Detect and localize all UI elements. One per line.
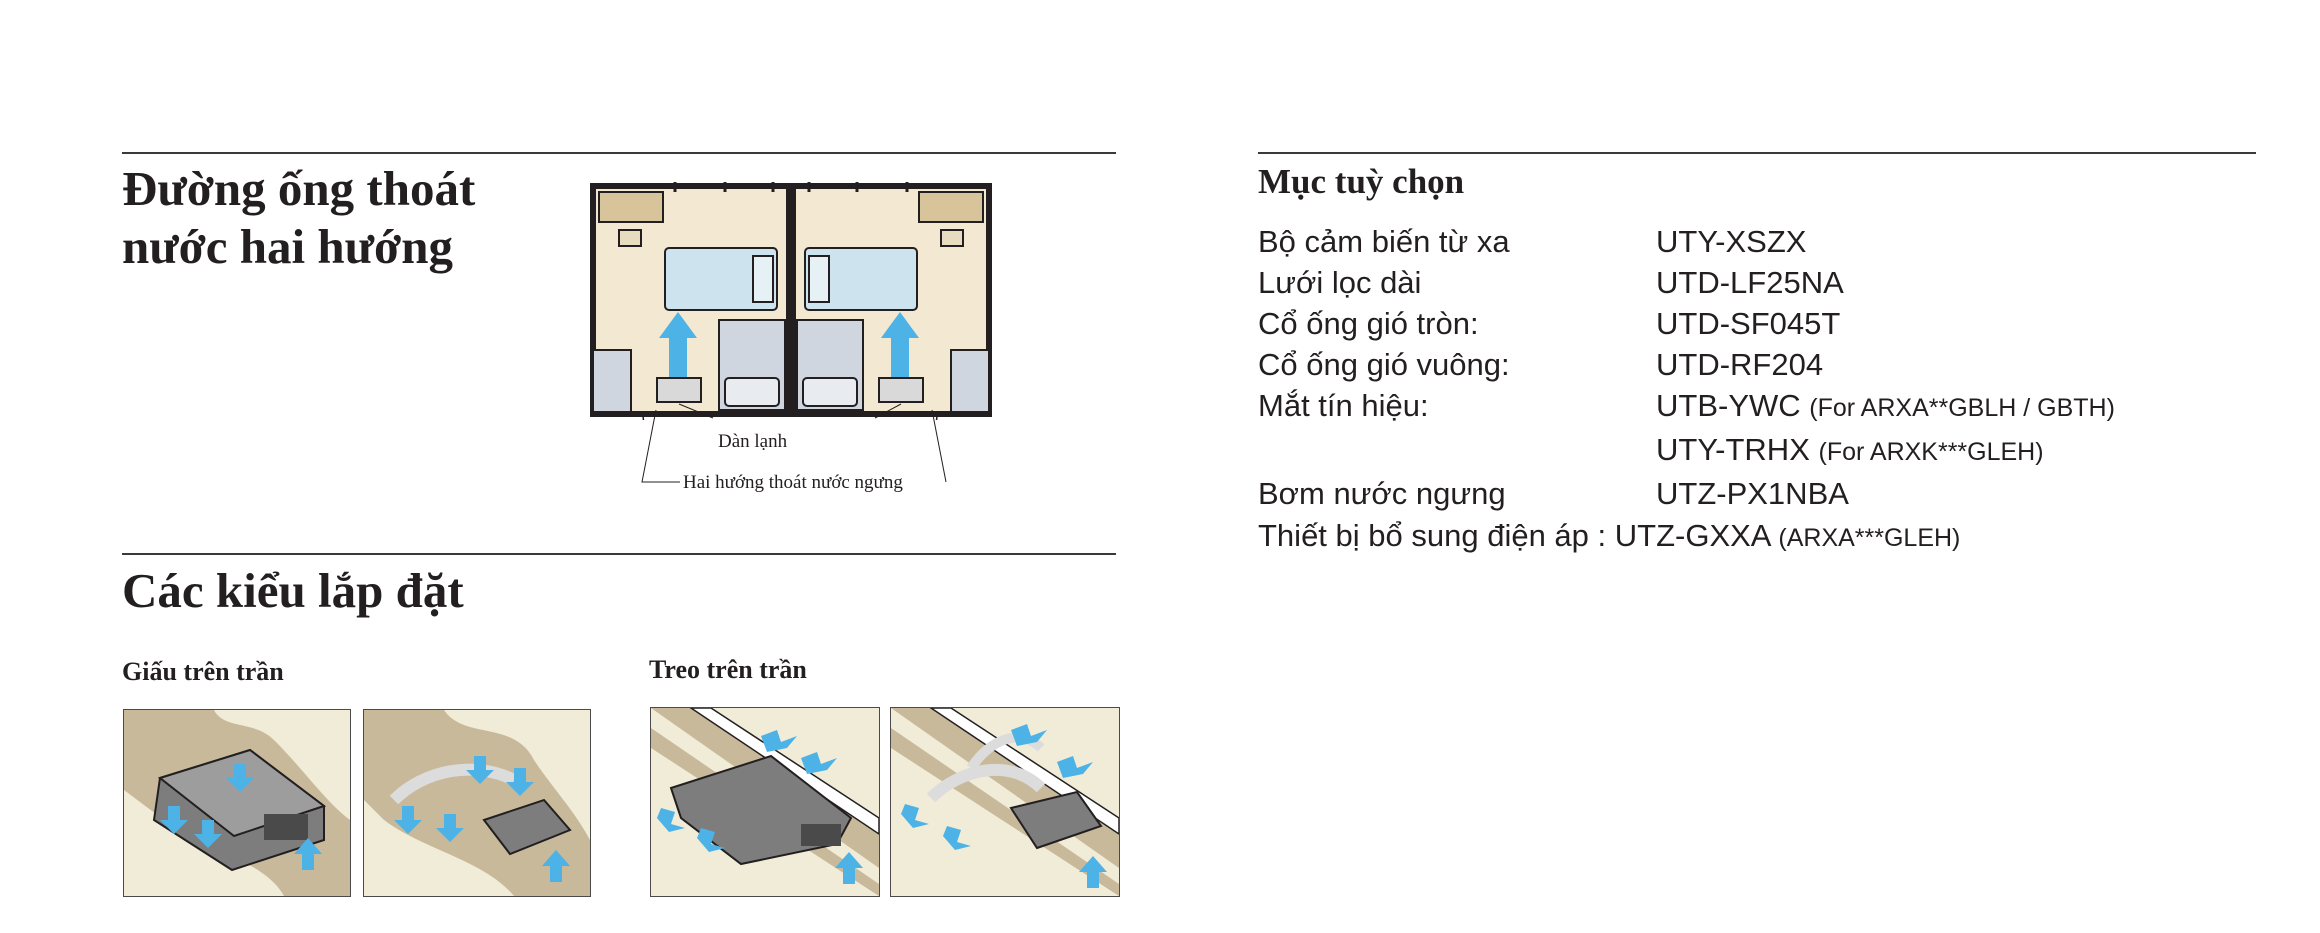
option-row-voltage-kit: Thiết bị bổ sung điện áp : UTZ-GXXA (ARX… bbox=[1258, 516, 2218, 558]
concealed-install-illustration-1 bbox=[123, 709, 351, 897]
option-code: UTZ-PX1NBA bbox=[1656, 476, 1849, 511]
option-label: Cổ ống gió tròn: bbox=[1258, 306, 1479, 341]
airflow-arrow-right bbox=[881, 312, 919, 378]
drain-direction-label: Hai hướng thoát nước ngưng bbox=[683, 472, 903, 493]
option-code: UTY-TRHX (For ARXK***GLEH) bbox=[1656, 432, 2044, 467]
options-heading: Mục tuỳ chọn bbox=[1258, 162, 1465, 201]
option-code: UTB-YWC (For ARXA**GBLH / GBTH) bbox=[1656, 388, 2115, 423]
install-concealed-label: Giấu trên trần bbox=[122, 657, 284, 686]
option-code: UTY-XSZX bbox=[1656, 224, 1807, 259]
bed-right bbox=[804, 247, 918, 311]
chair-right bbox=[940, 229, 964, 247]
drain-floorplan-diagram bbox=[590, 182, 992, 420]
drain-heading: Đường ống thoát nước hai hướng bbox=[122, 160, 475, 276]
top-rule-left bbox=[122, 152, 1116, 154]
desk-left bbox=[598, 191, 664, 223]
desk-right bbox=[918, 191, 984, 223]
middle-rule-left bbox=[122, 553, 1116, 555]
install-heading: Các kiểu lắp đặt bbox=[122, 563, 464, 618]
option-code: UTD-RF204 bbox=[1656, 347, 1824, 382]
option-code: UTD-SF045T bbox=[1656, 306, 1841, 341]
option-label: Bơm nước ngưng bbox=[1258, 476, 1506, 511]
chair-left bbox=[618, 229, 642, 247]
install-suspended-label: Treo trên trần bbox=[649, 655, 807, 684]
bed-left bbox=[664, 247, 778, 311]
option-code: UTZ-GXXA bbox=[1614, 518, 1770, 553]
closet-left bbox=[592, 349, 632, 413]
drain-leader-lines bbox=[641, 409, 947, 483]
indoor-unit-right bbox=[878, 377, 924, 403]
option-label: Mắt tín hiệu: bbox=[1258, 388, 1429, 423]
drain-heading-line-2: nước hai hướng bbox=[122, 219, 453, 274]
option-label: Lưới lọc dài bbox=[1258, 265, 1422, 300]
indoor-unit-left bbox=[656, 377, 702, 403]
closet-right bbox=[950, 349, 990, 413]
suspended-install-illustration-2 bbox=[890, 707, 1120, 897]
suspended-install-illustration-1 bbox=[650, 707, 880, 897]
option-note: (ARXA***GLEH) bbox=[1778, 524, 1961, 552]
drain-heading-line-1: Đường ống thoát bbox=[122, 161, 476, 216]
top-rule-right bbox=[1258, 152, 2256, 154]
concealed-install-illustration-2 bbox=[363, 709, 591, 897]
airflow-arrow-left bbox=[659, 312, 697, 378]
option-label: Bộ cảm biến từ xa bbox=[1258, 224, 1510, 259]
indoor-unit-label: Dàn lạnh bbox=[718, 431, 788, 452]
option-label: Cổ ống gió vuông: bbox=[1258, 347, 1510, 382]
option-label: Thiết bị bổ sung điện áp : bbox=[1258, 518, 1615, 553]
option-code: UTD-LF25NA bbox=[1656, 265, 1844, 300]
